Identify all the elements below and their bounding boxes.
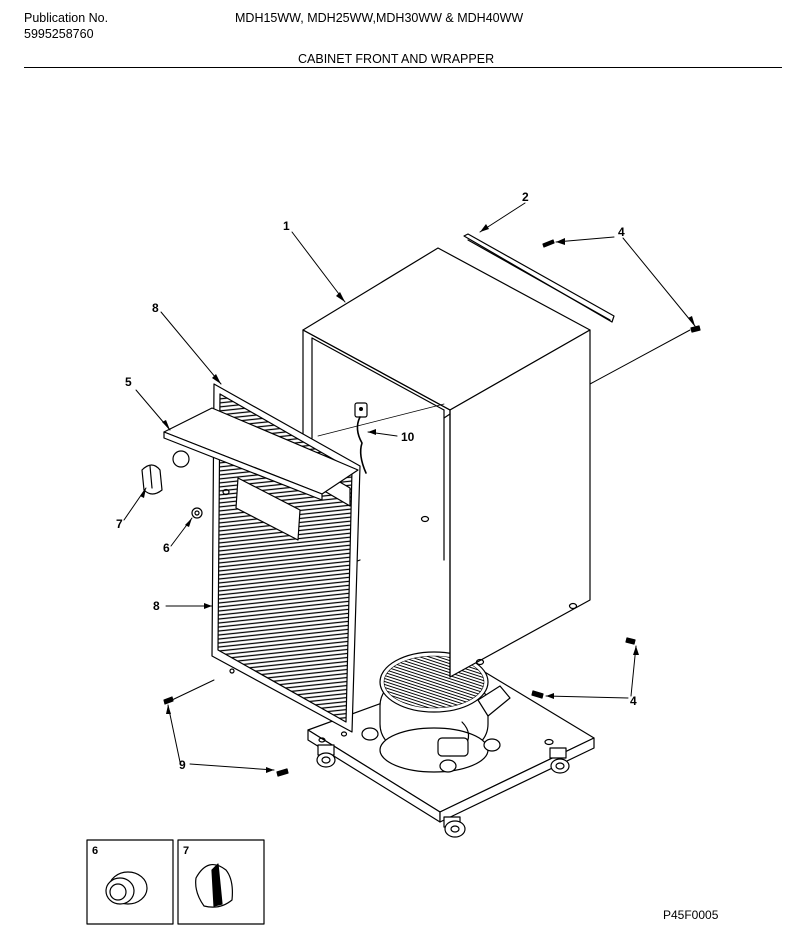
control-panel-overlay [163, 407, 359, 501]
humidistat-switch [354, 402, 368, 474]
leader-arrowheads [140, 224, 695, 773]
figure-code: P45F0005 [663, 908, 719, 922]
screws [163, 239, 701, 777]
callout-2: 2 [522, 190, 529, 204]
callout-6: 6 [163, 541, 170, 555]
header-rule [24, 67, 782, 68]
model-numbers: MDH15WW, MDH25WW,MDH30WW & MDH40WW [235, 11, 524, 25]
inset-label-6: 6 [92, 845, 98, 857]
inset-box-knob-6: 6 [86, 839, 174, 925]
inset-box-knob-7: 7 [177, 839, 265, 925]
callout-4-lower: 4 [630, 694, 637, 708]
callout-9: 9 [179, 758, 186, 772]
callout-10: 10 [401, 430, 415, 444]
cabinet-wrapper [302, 247, 591, 678]
caster-wheels [316, 744, 570, 838]
publication-label: Publication No. [24, 11, 109, 25]
inset-label-7: 7 [183, 845, 189, 857]
publication-number: 5995258760 [24, 27, 94, 41]
callout-1: 1 [283, 219, 290, 233]
callout-5: 5 [125, 375, 132, 389]
callout-8-lower: 8 [153, 599, 160, 613]
control-knob [141, 464, 163, 495]
top-rail [463, 233, 615, 323]
callout-labels: 1 2 4 8 5 10 7 6 8 4 9 [116, 190, 637, 772]
callout-7: 7 [116, 517, 123, 531]
small-knob [191, 507, 203, 519]
section-title: CABINET FRONT AND WRAPPER [298, 52, 495, 66]
callout-8-top: 8 [152, 301, 159, 315]
compressor [361, 651, 511, 773]
callout-4-top: 4 [618, 225, 625, 239]
